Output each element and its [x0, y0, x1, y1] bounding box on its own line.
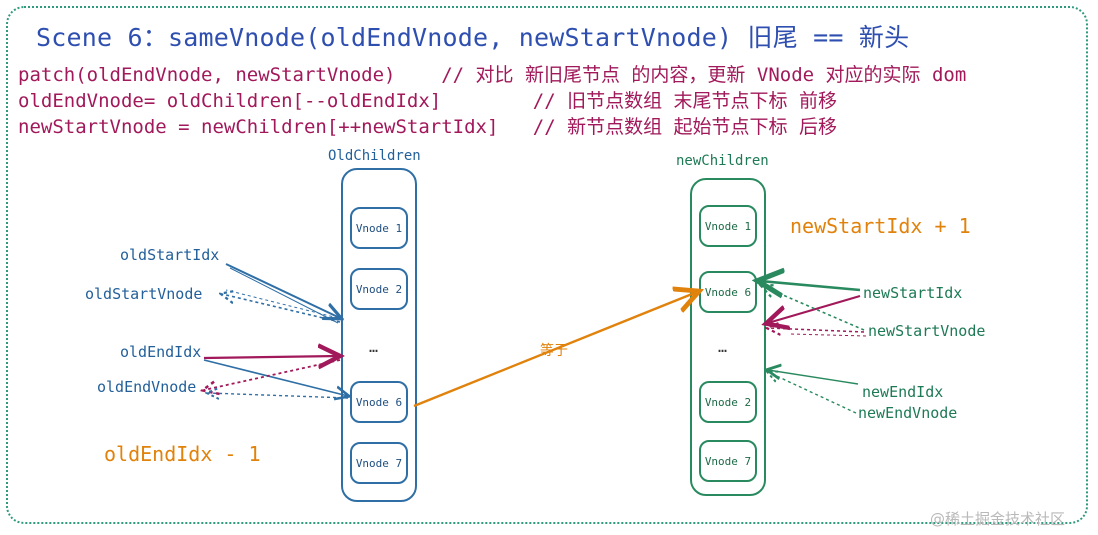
old-node-1: Vnode 1 [350, 207, 408, 249]
old-node-6: Vnode 6 [350, 381, 408, 423]
old-ellipsis: … [369, 338, 379, 356]
new-node-1: Vnode 1 [699, 205, 757, 247]
old-start-vnode-label: oldStartVnode [85, 285, 203, 303]
code-line-new-start: newStartVnode = newChildren[++newStartId… [18, 116, 837, 138]
new-start-idx-label: newStartIdx [863, 284, 963, 302]
old-node-7: Vnode 7 [350, 442, 408, 484]
code-line-old-end: oldEndVnode= oldChildren[--oldEndIdx] //… [18, 90, 837, 112]
watermark: @稀土掘金技术社区 [930, 510, 1066, 528]
arrow-old-end-vnode-blue [208, 393, 349, 398]
arrow-old-end-idx-blue [203, 359, 348, 396]
arrow-new-start-vnode-crimson-2 [789, 333, 867, 337]
arrow-old-end-vnode-crimson [204, 359, 341, 390]
arrow-new-start-idx [760, 281, 861, 290]
old-end-vnode-label: oldEndVnode [97, 378, 197, 396]
arrow-old-start-vnode-2 [225, 289, 339, 319]
old-end-idx-minus-annotation: oldEndIdx - 1 [104, 442, 261, 466]
new-children-title: newChildren [676, 153, 769, 169]
old-children-column [341, 168, 417, 502]
old-end-idx-label: oldEndIdx [120, 343, 202, 361]
old-start-idx-label: oldStartIdx [120, 246, 220, 264]
old-node-2: Vnode 2 [350, 268, 408, 310]
arrow-old-start-vnode [222, 294, 341, 323]
arrow-old-start-idx-2 [229, 267, 339, 324]
arrow-old-end-idx [203, 356, 338, 358]
new-ellipsis: … [718, 338, 728, 356]
arrow-new-start-vnode-green [762, 286, 865, 331]
arrow-old-start-idx [225, 263, 340, 318]
scene-title: Scene 6：sameVnode(oldEndVnode, newStartV… [36, 23, 910, 52]
arrow-new-start-vnode-crimson [768, 328, 865, 332]
new-end-vnode-label: newEndVnode [858, 404, 958, 422]
arrow-new-start-idx-crimson [768, 294, 861, 323]
new-node-2: Vnode 2 [699, 381, 757, 423]
diagram-frame [6, 6, 1088, 524]
new-end-idx-label: newEndIdx [862, 383, 944, 401]
arrow-equals [413, 292, 697, 408]
old-children-title: OldChildren [328, 148, 421, 164]
new-start-vnode-label: newStartVnode [868, 322, 986, 340]
new-node-7: Vnode 7 [699, 440, 757, 482]
arrow-new-end-vnode [768, 372, 857, 414]
new-start-idx-plus-annotation: newStartIdx + 1 [790, 214, 971, 238]
code-line-patch: patch(oldEndVnode, newStartVnode) // 对比 … [18, 64, 967, 86]
arrow-new-end-idx [768, 370, 859, 385]
